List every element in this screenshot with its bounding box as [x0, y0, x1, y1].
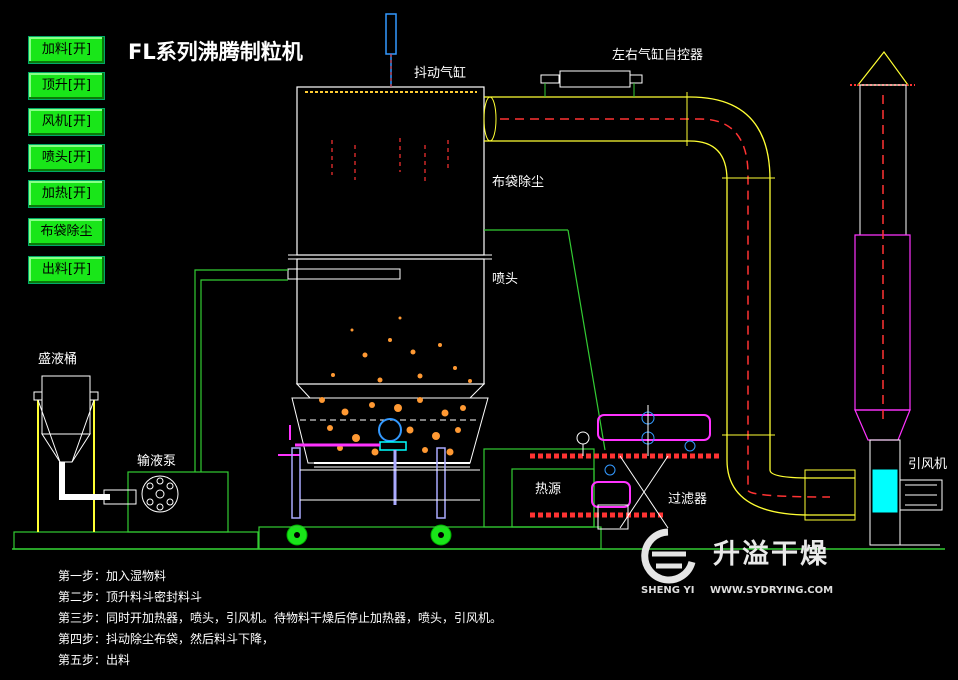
button-heat[interactable]: 加热[开] [28, 180, 105, 208]
step-item: 第四步：抖动除尘布袋，然后料斗下降， [58, 632, 275, 646]
liquid-line [13, 229, 606, 550]
page-title: FL系列沸腾制粒机 [128, 40, 303, 64]
base-frame [258, 448, 602, 550]
granulator-body [287, 13, 492, 468]
brand-url: WWW.SYDRYING.COM [710, 585, 834, 596]
fan-stack [850, 51, 943, 546]
step-item: 第五步：出料 [58, 653, 131, 667]
steps-list: 第一步：加入湿物料 第二步：顶升料斗密封料斗 第三步：同时开加热器，喷头，引风机… [58, 566, 502, 671]
liquid-tank [33, 375, 137, 532]
button-fan[interactable]: 风机[开] [28, 108, 105, 136]
heat-source [530, 405, 720, 530]
brand-logo-icon [641, 528, 696, 584]
label-shake-cylinder: 抖动气缸 [414, 66, 467, 81]
label-bag-filter: 布袋除尘 [492, 175, 545, 190]
step-item: 第一步：加入湿物料 [58, 569, 167, 583]
pump [141, 475, 179, 513]
step-item: 第二步：顶升料斗密封料斗 [58, 590, 203, 604]
label-lr-cylinder: 左右气缸自控器 [612, 48, 704, 63]
button-bag-filter[interactable]: 布袋除尘 [28, 218, 105, 246]
label-pump: 输液泵 [137, 454, 177, 469]
brand-name: 升溢干燥 [713, 539, 829, 570]
step-item: 第三步：同时开加热器，喷头，引风机。待物料干燥后停止加热器，喷头，引风机。 [58, 611, 503, 625]
label-nozzle: 喷头 [492, 272, 519, 287]
label-filter: 过滤器 [668, 492, 708, 507]
label-liquid-tank: 盛液桶 [38, 352, 78, 367]
lr-cylinder [540, 70, 643, 97]
brand-en: SHENG YI [641, 585, 695, 596]
button-feed[interactable]: 加料[开] [28, 36, 105, 64]
button-nozzle[interactable]: 喷头[开] [28, 144, 105, 172]
button-lift[interactable]: 顶升[开] [28, 72, 105, 100]
nozzle-assembly [278, 418, 480, 546]
label-heat-source: 热源 [535, 482, 562, 497]
label-fan: 引风机 [908, 457, 948, 472]
button-discharge[interactable]: 出料[开] [28, 256, 105, 284]
particles [319, 316, 472, 456]
exhaust-duct [483, 92, 856, 521]
